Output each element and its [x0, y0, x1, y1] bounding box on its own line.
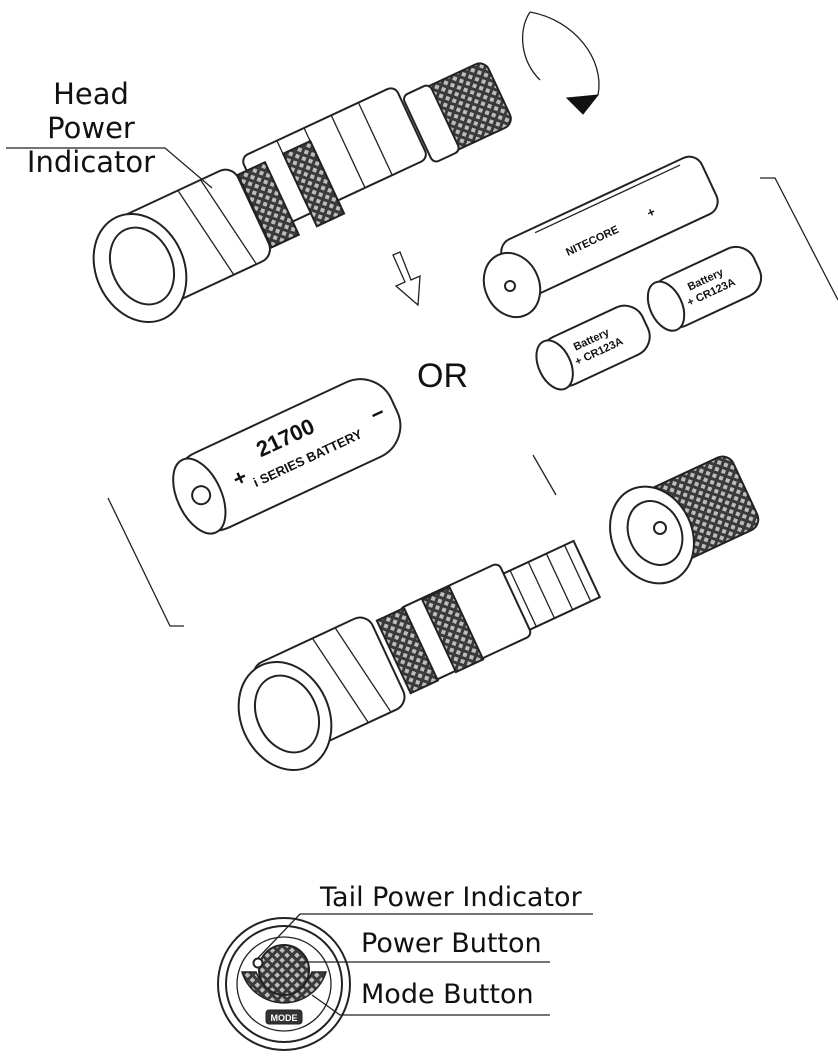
tail-power-indicator-label: Tail Power Indicator	[320, 882, 582, 913]
down-arrow-icon	[392, 251, 421, 307]
power-button[interactable]	[258, 944, 310, 996]
cr123a-cell-2: Battery + CR123A	[646, 245, 763, 332]
rotation-arrow-icon	[521, 11, 600, 115]
tail-power-indicator-light	[252, 957, 264, 969]
or-text: OR	[417, 357, 468, 395]
bracket-left	[107, 497, 184, 627]
mode-button-leader	[311, 994, 550, 1016]
mode-button-label: Mode Button	[361, 979, 534, 1010]
cr123a-holder: NITECORE +	[482, 155, 719, 319]
tail-indicator-leader	[257, 913, 593, 959]
bracket-divider	[532, 454, 557, 496]
head-power-indicator-label: Head Power Indicator	[26, 77, 156, 179]
tail-cap-separated	[609, 455, 760, 585]
head-indicator-leader	[6, 147, 213, 189]
flashlight-bottom	[237, 539, 602, 772]
bracket-right	[760, 177, 838, 301]
battery-21700: + − 21700 i SERIES BATTERY	[172, 378, 402, 535]
tail-cap-end-view: MODE	[217, 917, 351, 1051]
mode-button-text: MODE	[271, 1013, 298, 1023]
flashlight-top	[92, 62, 512, 324]
power-button-label: Power Button	[361, 928, 542, 959]
cr123a-cell-1: Battery + CR123A	[535, 304, 651, 391]
